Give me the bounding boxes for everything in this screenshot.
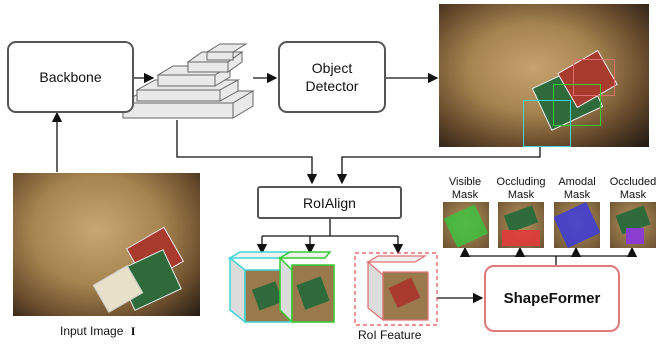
- object-detector-node: Object Detector: [278, 41, 386, 113]
- visible-mask-thumbnail: [443, 202, 489, 248]
- shapeformer-label: ShapeFormer: [503, 290, 601, 307]
- roi-feature-cube-green: [277, 251, 335, 324]
- backbone-node: Backbone: [7, 41, 134, 113]
- detection-bbox-red: [573, 59, 615, 96]
- arrow-result-to-roialign: [336, 146, 541, 185]
- input-image-caption: Input Image I: [60, 324, 136, 338]
- roi-feature-caption: RoI Feature: [358, 328, 422, 342]
- roialign-label: RoIAlign: [303, 194, 356, 211]
- input-image: [13, 173, 200, 316]
- feature-pyramid-icon: [121, 43, 255, 119]
- shapeformer-node: ShapeFormer: [484, 265, 620, 332]
- amodal-mask-thumbnail: [554, 202, 600, 248]
- roi-feature-cube-red: [365, 255, 429, 322]
- occluded-mask-thumbnail: [610, 202, 656, 248]
- roialign-node: RoIAlign: [257, 186, 402, 219]
- input-image-symbol: I: [130, 324, 136, 338]
- detection-bbox-cyan: [523, 100, 571, 147]
- detection-result-image: [439, 4, 649, 147]
- occluding-mask-thumbnail: [498, 202, 544, 248]
- backbone-label: Backbone: [39, 69, 102, 85]
- object-detector-label-line2: Detector: [305, 78, 359, 94]
- detection-bbox-green: [553, 84, 601, 126]
- object-detector-label-line1: Object: [311, 60, 353, 76]
- arrow-features-to-roialign: [176, 120, 318, 185]
